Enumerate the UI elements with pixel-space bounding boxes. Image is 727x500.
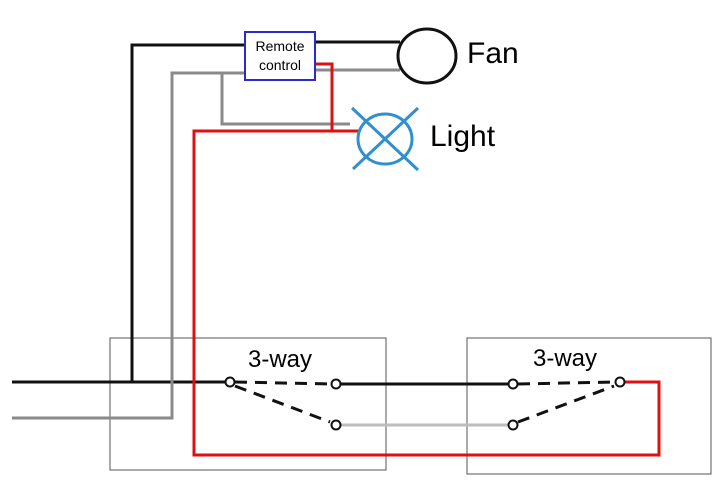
right-switch-common-terminal bbox=[614, 376, 626, 388]
remote-control-box bbox=[244, 31, 316, 81]
right-switch-terminal-bottom bbox=[507, 419, 519, 431]
left-switch-terminal-bottom bbox=[330, 419, 342, 431]
right-switch-lever-diag bbox=[517, 384, 615, 424]
left-switch-label: 3-way bbox=[248, 346, 312, 373]
hot-wire-to-remote bbox=[12, 43, 245, 384]
remote-label-line1: Remote bbox=[255, 38, 304, 54]
right-switch-box bbox=[466, 337, 712, 475]
right-switch-terminal-top bbox=[507, 378, 519, 390]
switched-wire-return bbox=[192, 129, 661, 457]
fan-symbol bbox=[396, 27, 458, 85]
light-label: Light bbox=[430, 120, 496, 153]
left-switch-terminal-top bbox=[330, 378, 342, 390]
neutral-wire bbox=[12, 71, 245, 420]
left-switch-common-terminal bbox=[224, 376, 236, 388]
switched-wire-remote-to-light bbox=[310, 62, 360, 133]
remote-label-line2: control bbox=[259, 57, 301, 73]
right-switch-lever-top bbox=[517, 380, 615, 386]
light-bulb-symbol bbox=[350, 106, 420, 172]
right-switch-label: 3-way bbox=[533, 345, 597, 372]
left-switch-lever-top bbox=[234, 380, 331, 386]
neutral-wire-to-light bbox=[220, 73, 350, 126]
left-switch-box bbox=[109, 337, 387, 471]
fan-label: Fan bbox=[467, 37, 519, 70]
left-switch-lever-diag bbox=[234, 384, 331, 424]
